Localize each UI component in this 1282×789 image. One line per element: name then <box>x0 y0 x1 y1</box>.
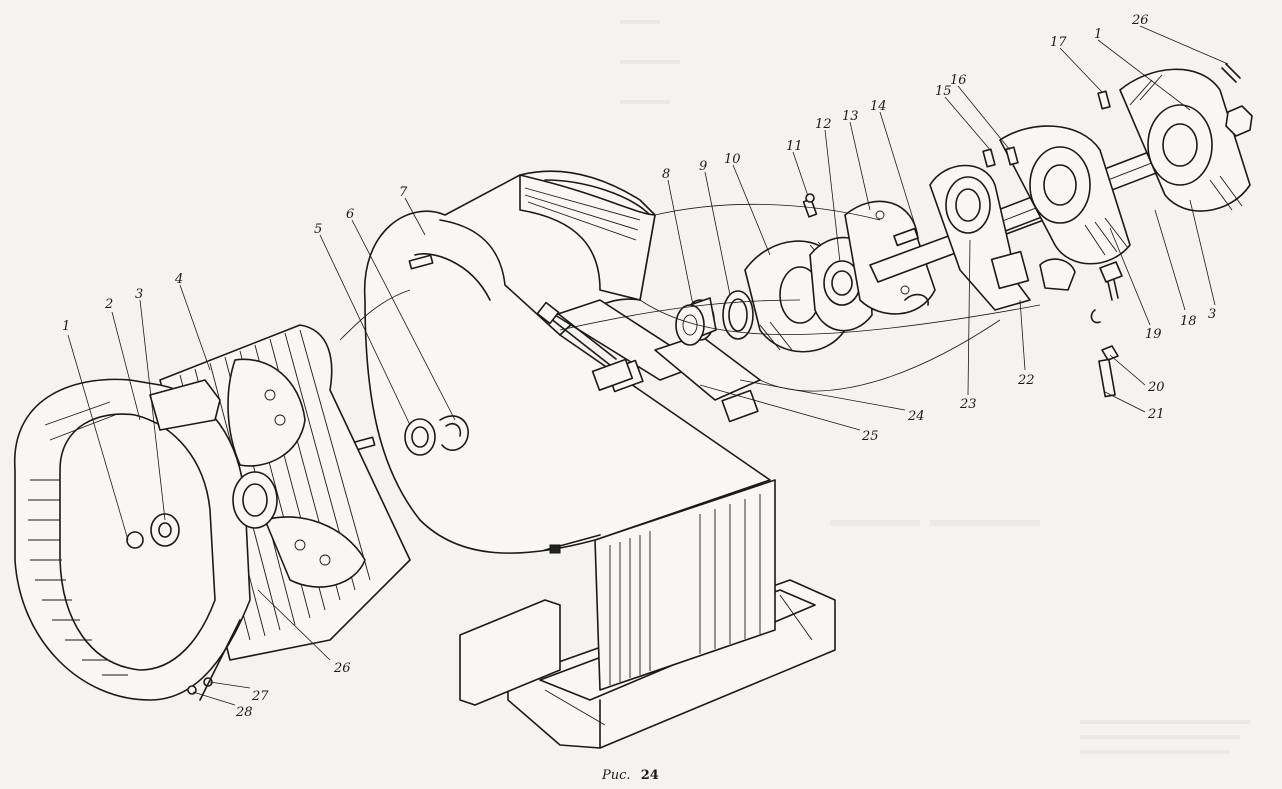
label-1b: 1 <box>1094 27 1102 42</box>
label-3b: 3 <box>1208 307 1216 322</box>
label-25: 25 <box>861 429 879 444</box>
label-16: 16 <box>950 73 967 88</box>
top-hatching <box>524 187 641 241</box>
motor-housing-assembly <box>14 324 411 701</box>
bushing-8 <box>675 297 717 346</box>
adjusting-screw <box>536 301 634 392</box>
label-8: 8 <box>662 167 670 182</box>
label-7: 7 <box>399 185 408 200</box>
label-15: 15 <box>935 84 952 99</box>
label-19: 19 <box>1145 327 1162 342</box>
label-1: 1 <box>62 319 70 334</box>
label-5: 5 <box>314 222 322 237</box>
label-20: 20 <box>1147 380 1165 395</box>
figure-caption: Рис. 24 <box>601 768 659 783</box>
label-13: 13 <box>842 109 859 124</box>
label-24: 24 <box>907 409 925 424</box>
small-nipples <box>982 90 1111 168</box>
label-18: 18 <box>1180 314 1197 329</box>
box-hatching <box>609 494 761 685</box>
end-housing-17-18 <box>1119 68 1251 212</box>
svg-text:Рис. 24: Рис. 24 <box>601 768 659 783</box>
leader-lines <box>67 25 1229 706</box>
bolt-20-21 <box>1090 261 1123 398</box>
nut-and-washer-5-6 <box>404 415 469 456</box>
main-bracket-housing <box>363 170 776 691</box>
coupling-16-19 <box>999 125 1131 291</box>
label-22: 22 <box>1017 373 1035 388</box>
label-26: 26 <box>333 661 351 676</box>
label-9: 9 <box>699 159 707 174</box>
label-17: 17 <box>1050 35 1067 50</box>
pillow-block-22 <box>929 164 1031 311</box>
label-23: 23 <box>959 397 977 412</box>
grease-nipple-11 <box>802 193 818 218</box>
label-12: 12 <box>815 117 832 132</box>
caption-number: 24 <box>641 768 659 783</box>
label-6: 6 <box>346 207 354 222</box>
part-number-labels: 1 2 3 4 5 6 7 8 9 10 11 12 13 14 15 16 1… <box>62 13 1216 720</box>
label-14: 14 <box>870 99 887 114</box>
page-bleed-through <box>620 20 1250 754</box>
label-27: 27 <box>251 689 269 704</box>
label-28: 28 <box>235 705 253 720</box>
label-3: 3 <box>135 287 143 302</box>
shroud-hatching <box>28 401 128 676</box>
end-nut-and-pin <box>1221 63 1253 137</box>
label-26b: 26 <box>1131 13 1149 28</box>
label-2: 2 <box>104 297 113 312</box>
label-10: 10 <box>724 152 741 167</box>
label-11: 11 <box>786 139 803 154</box>
label-4: 4 <box>174 272 183 287</box>
label-21: 21 <box>1147 407 1165 422</box>
caption-prefix: Рис. <box>601 768 631 783</box>
